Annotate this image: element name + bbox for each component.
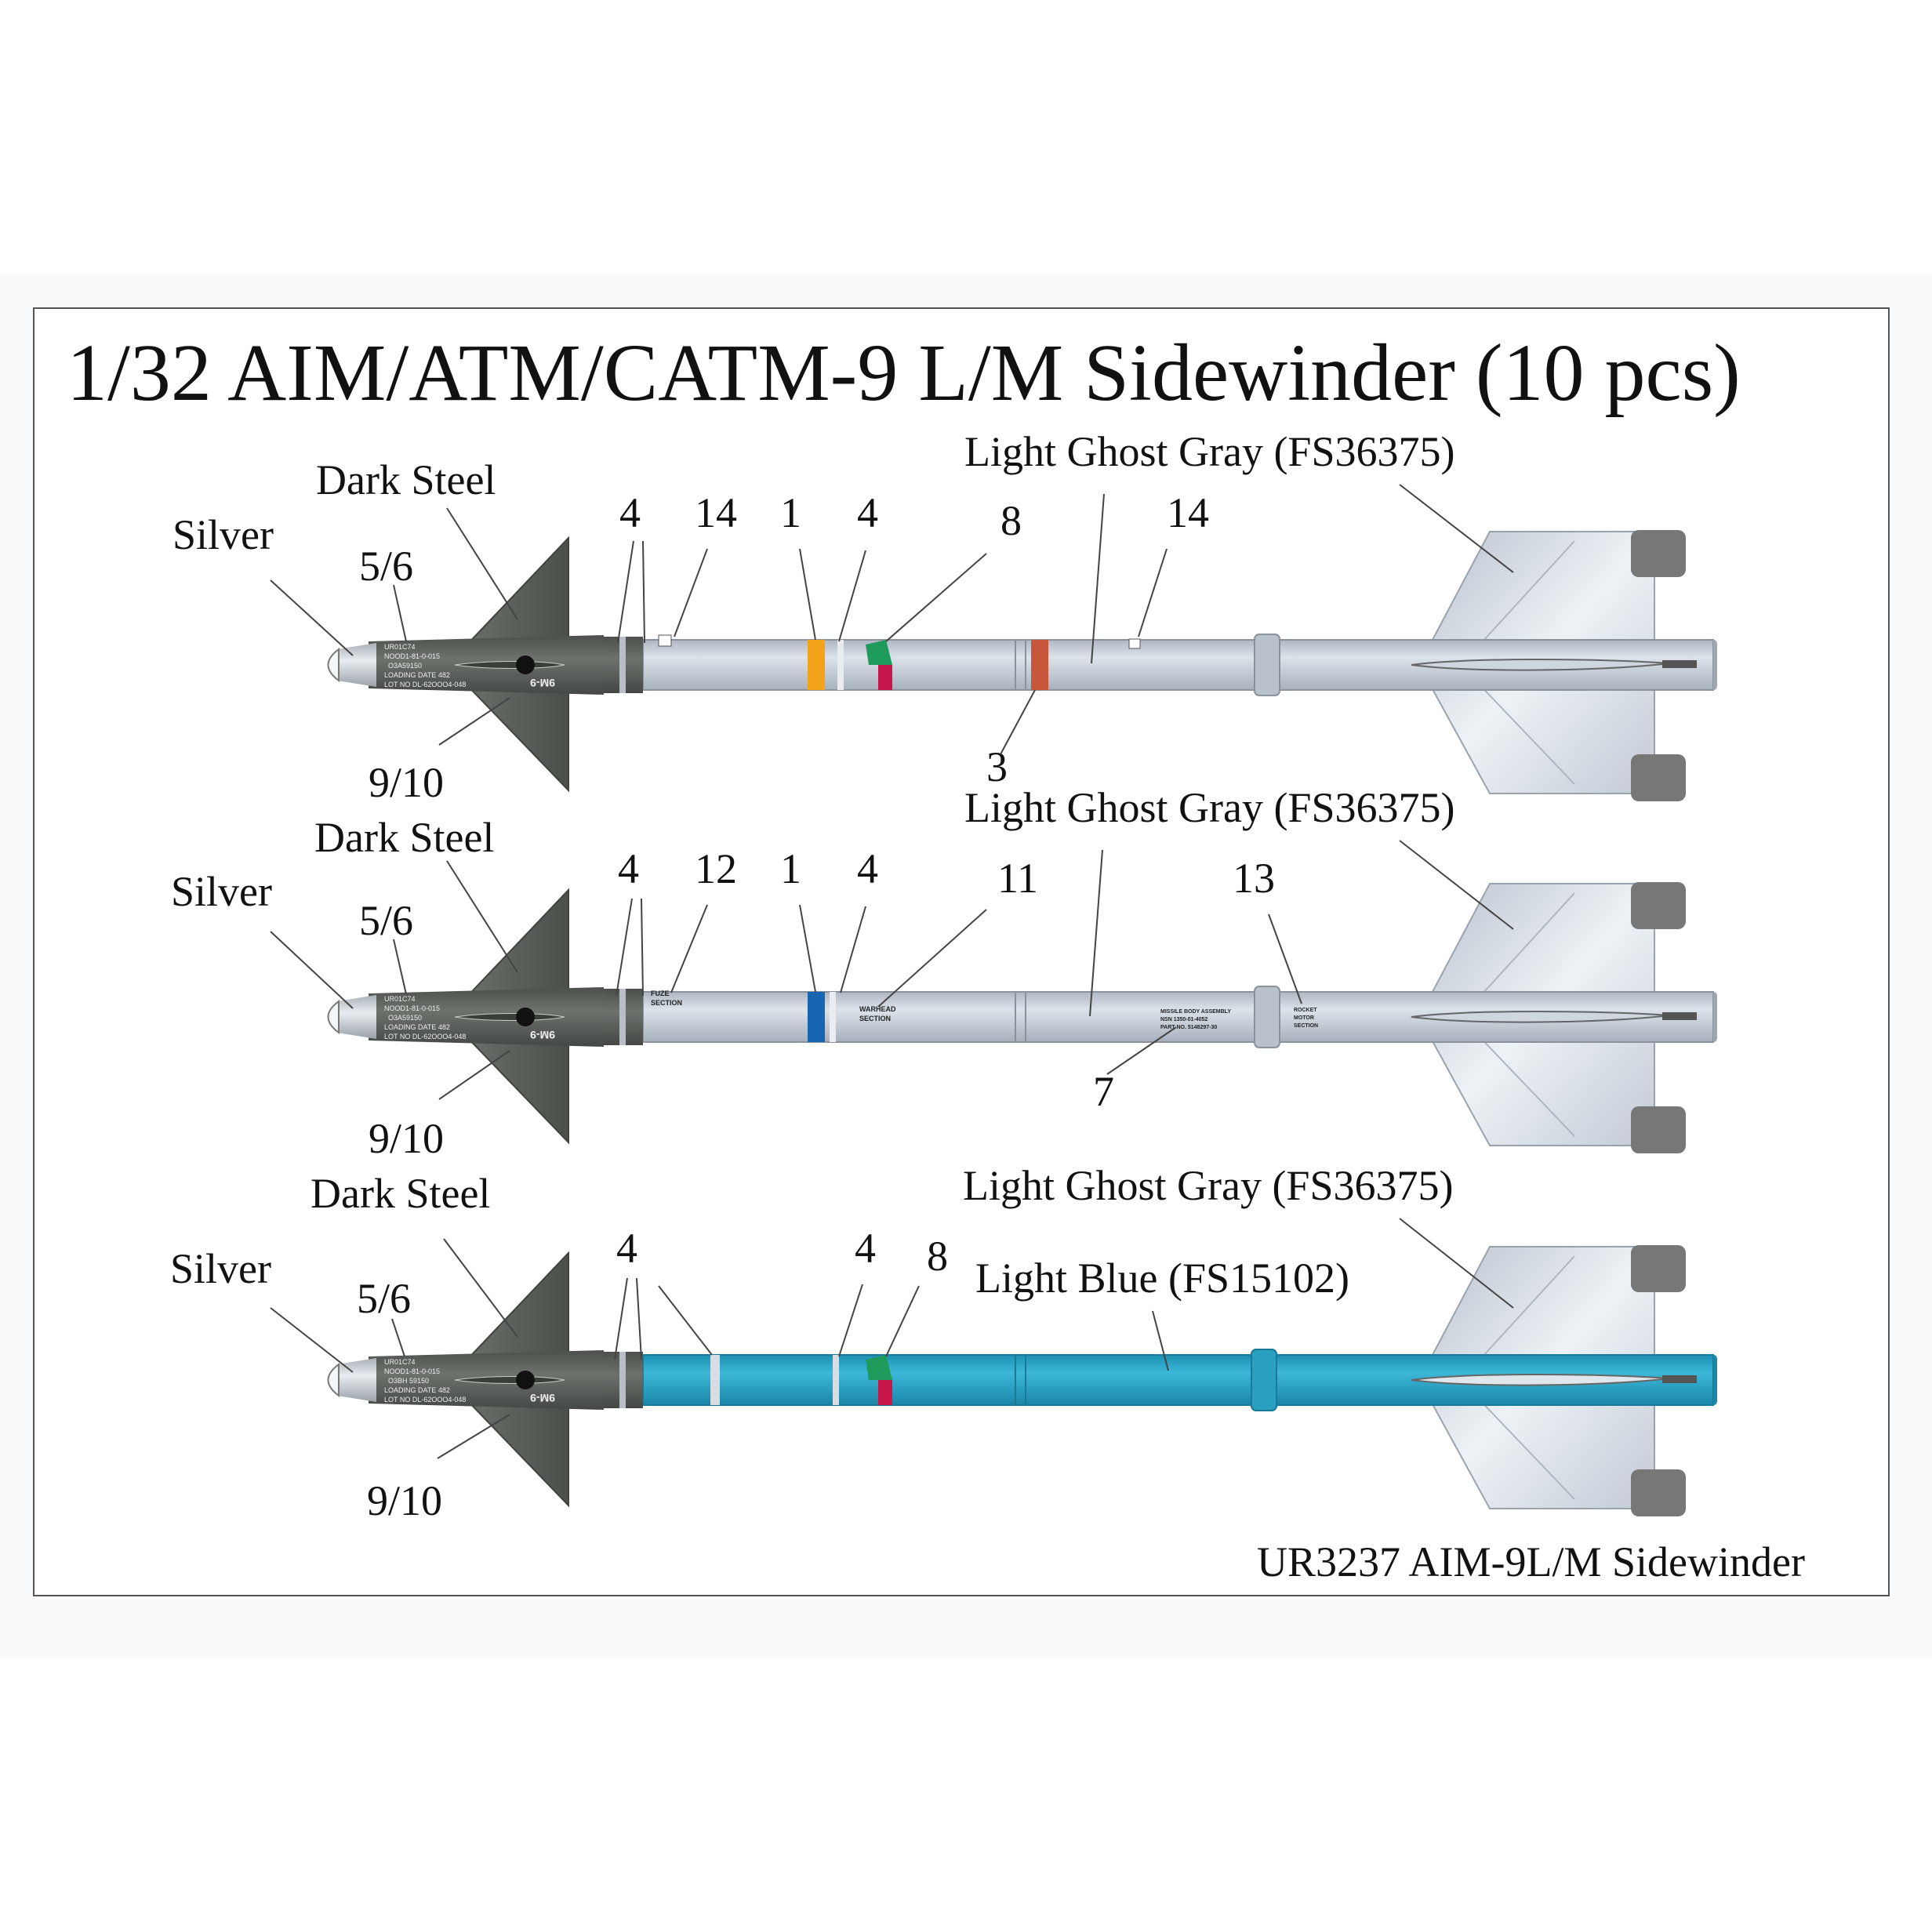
yellow-band (808, 640, 825, 690)
seeker-head (337, 1358, 376, 1402)
label-body-color: Light Ghost Gray (FS36375) (963, 1162, 1453, 1209)
label-dark-steel: Dark Steel (316, 456, 496, 503)
red-marking (878, 1380, 892, 1405)
callout-number: 13 (1233, 855, 1275, 902)
label-silver: Silver (170, 1245, 271, 1292)
callout-number: 8 (1000, 497, 1022, 544)
callout-number: 4 (857, 845, 878, 892)
seeker-stencil-line: UR01C74 (384, 995, 416, 1003)
motor-stencil-line: ROCKET (1294, 1008, 1317, 1013)
seeker-stencil-line: O3BH 59150 (388, 1377, 429, 1385)
seeker-dome (327, 648, 340, 682)
label-body-color: Light Ghost Gray (FS36375) (964, 428, 1454, 475)
motor-stencil-line: SECTION (1294, 1023, 1318, 1029)
seeker-stencil-line: LOT NO DL-62OOO4-048 (384, 1033, 466, 1040)
seeker-stencil-line: NOOD1-81-0-015 (384, 1367, 440, 1375)
seeker-head (337, 643, 376, 687)
callout-number: 1 (780, 845, 801, 892)
warhead-stencil-line: WARHEAD (859, 1005, 896, 1013)
brown-band (1031, 640, 1048, 690)
callout-number: 12 (695, 845, 737, 892)
rolleron-top (1631, 882, 1686, 929)
seeker-stencil-line: NOOD1-81-0-015 (384, 652, 440, 660)
seeker-stencil-line: NOOD1-81-0-015 (384, 1004, 440, 1012)
body-stencil-line: PART NO. 5148297-30 (1160, 1025, 1217, 1030)
green-marking (866, 1355, 892, 1380)
callout-5-6: 5/6 (357, 1275, 411, 1322)
fuze-stencil-line: FUZE (651, 990, 670, 997)
label-body-color: Light Ghost Gray (FS36375) (964, 784, 1454, 831)
motor-stencil-line: MOTOR (1294, 1015, 1314, 1021)
rolleron-bottom (1631, 754, 1686, 801)
callout-number: 1 (780, 489, 801, 536)
label-dark-steel: Dark Steel (310, 1170, 490, 1217)
callout-5-6: 5/6 (359, 897, 413, 944)
seeker-stencil-line: LOT NO DL-62OOO4-048 (384, 681, 466, 688)
callout-number: 4 (855, 1225, 876, 1272)
callout-5-6: 5/6 (359, 543, 413, 590)
seeker-head (337, 995, 376, 1039)
seeker-stencil-line: LOADING DATE 482 (384, 1023, 450, 1031)
label-silver: Silver (172, 511, 274, 558)
callout-number: 11 (997, 855, 1038, 902)
seeker-stencil-line: LOADING DATE 482 (384, 1386, 450, 1394)
missile-1: UR01C74 NOOD1-81-0-015 O3A59150 LOADING … (172, 428, 1717, 806)
blue-band (808, 992, 825, 1042)
seeker-stencil-line: LOADING DATE 482 (384, 671, 450, 679)
callout-number: 4 (616, 1225, 637, 1272)
label-silver: Silver (171, 868, 272, 915)
fuze-stencil-line: SECTION (651, 999, 682, 1007)
rolleron-top (1631, 1245, 1686, 1292)
fin-stencil: 9M-9 (530, 1029, 555, 1041)
seeker-dome (327, 1000, 340, 1034)
warhead-stencil-line: SECTION (859, 1015, 891, 1022)
callout-number: 4 (857, 489, 878, 536)
seeker-dome (327, 1363, 340, 1397)
product-caption: UR3237 AIM-9L/M Sidewinder (1257, 1538, 1805, 1585)
label-light-blue: Light Blue (FS15102) (975, 1255, 1349, 1302)
green-marking (866, 640, 892, 665)
rolleron-top (1631, 530, 1686, 577)
callout-number: 7 (1093, 1068, 1114, 1115)
red-marking (878, 665, 892, 690)
callout-9-10: 9/10 (369, 1115, 444, 1162)
rolleron-bottom (1631, 1469, 1686, 1516)
page-title: 1/32 AIM/ATM/CATM-9 L/M Sidewinder (10 p… (67, 328, 1741, 418)
missile-3: UR01C74 NOOD1-81-0-015 O3BH 59150 LOADIN… (170, 1162, 1717, 1524)
callout-number: 4 (619, 489, 641, 536)
body-stencil-line: MISSILE BODY ASSEMBLY (1160, 1009, 1231, 1015)
callout-9-10: 9/10 (367, 1477, 442, 1524)
callout-number: 14 (695, 489, 737, 536)
callout-number: 3 (986, 743, 1008, 790)
label-dark-steel: Dark Steel (314, 814, 494, 861)
callout-number: 8 (927, 1233, 948, 1280)
fin-stencil: 9M-9 (530, 1392, 555, 1404)
seeker-stencil-line: O3A59150 (388, 1014, 422, 1022)
missile-2: FUZE SECTION WARHEAD SECTION MISSILE BOD… (171, 784, 1717, 1162)
callout-9-10: 9/10 (369, 759, 444, 806)
callout-number: 4 (618, 845, 639, 892)
callout-number: 14 (1167, 489, 1209, 536)
seeker-stencil-line: O3A59150 (388, 662, 422, 670)
seeker-stencil-line: LOT NO DL-62OOO4-048 (384, 1396, 466, 1404)
body-stencil-line: NSN 1350-01-4052 (1160, 1017, 1208, 1022)
fin-stencil: 9M-9 (530, 677, 555, 689)
seeker-stencil-line: UR01C74 (384, 1358, 416, 1366)
rolleron-bottom (1631, 1106, 1686, 1153)
seeker-stencil-line: UR01C74 (384, 643, 416, 651)
